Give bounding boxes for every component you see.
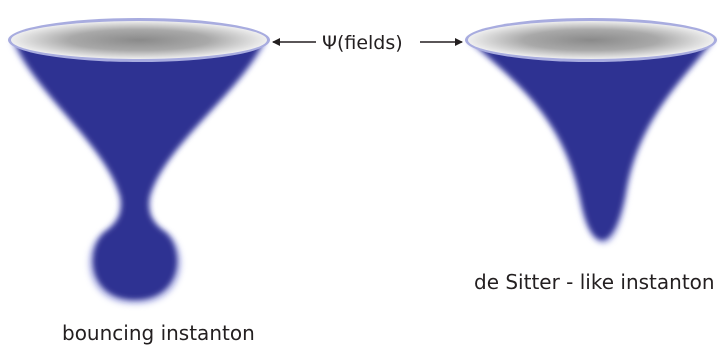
de-sitter-instanton-label: de Sitter - like instanton xyxy=(474,270,715,294)
wavefunction-label: Ψ(fields) xyxy=(322,32,403,54)
de-sitter-instanton-shape xyxy=(465,18,717,245)
de-sitter-instanton-cap xyxy=(468,21,714,59)
bouncing-instanton-cap xyxy=(11,21,267,59)
bouncing-instanton-shape xyxy=(8,18,270,305)
de-sitter-instanton-body xyxy=(470,40,712,241)
bouncing-instanton-label: bouncing instanton xyxy=(62,321,255,345)
bouncing-instanton-body xyxy=(14,40,264,300)
